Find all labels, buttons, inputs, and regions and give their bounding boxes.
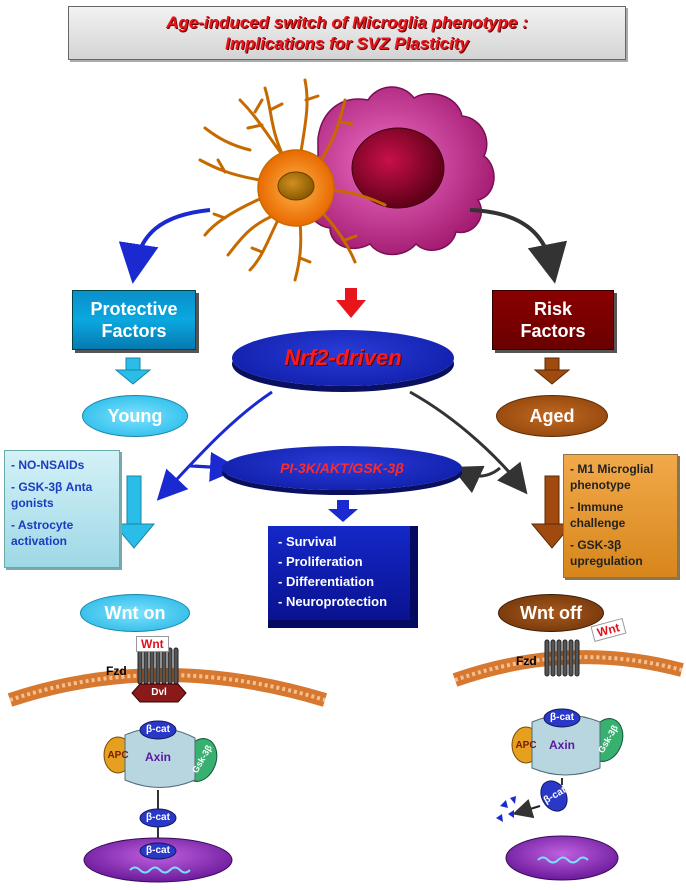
fzd-receptor-left [137, 647, 179, 685]
red-down-arrow [336, 288, 366, 318]
nrf2-disc: Nrf2-driven [232, 330, 454, 386]
fzd-receptor-right [544, 639, 580, 677]
risk-label-1: Risk [533, 299, 573, 319]
arrow-to-protective [118, 208, 211, 284]
pi3k-disc: PI-3K/AKT/GSK-3β [222, 446, 462, 490]
apc-label-left: APC [107, 750, 129, 761]
outcomes-box: - Survival - Proliferation - Differentia… [268, 526, 418, 628]
astrocyte-cell-illustration [198, 78, 387, 282]
apc-label-right: APC [515, 740, 537, 751]
aged-node: Aged [496, 395, 608, 437]
title-line-2: Implications for SVZ Plasticity [225, 34, 469, 53]
arrow-nrf2-to-aged [409, 390, 528, 495]
outcome-item: - Neuroprotection [278, 594, 388, 609]
arrow-aged-to-pi3k [451, 465, 501, 494]
protective-list-box: - NO-NSAIDs - GSK-3β Anta gonists - Astr… [4, 450, 120, 568]
protective-label-2: Factors [101, 321, 167, 341]
beta-cat-label-left-free: β-cat [146, 812, 170, 823]
degradation-arrow [512, 798, 541, 819]
dna-right [537, 856, 589, 864]
dvl-shape [131, 683, 187, 703]
arrow-risk-aged [533, 357, 571, 385]
wnt-ligand-left: Wnt [136, 636, 169, 652]
risk-list-item: - GSK-3β upregulation [570, 538, 643, 568]
beta-cat-nuclear-left [139, 842, 177, 860]
risk-list-item: - Immune challenge [570, 500, 626, 530]
arrow-protective-young [114, 357, 152, 385]
beta-cat-label-right-complex: β-cat [550, 712, 574, 723]
arrow-to-risk [469, 208, 568, 284]
protective-factors-box: Protective Factors [72, 290, 196, 350]
wnt-on-node: Wnt on [80, 594, 190, 632]
young-node: Young [82, 395, 188, 437]
arrow-pi3k-outcomes [328, 500, 358, 522]
nucleus-left [83, 837, 233, 883]
outcome-item: - Differentiation [278, 574, 375, 589]
protective-list-item: - NO-NSAIDs [11, 458, 85, 472]
outcome-item: - Proliferation [278, 554, 363, 569]
arrow-nrf2-to-young [156, 390, 273, 501]
risk-list-box: - M1 Microglial phenotype - Immune chall… [563, 454, 678, 578]
fzd-label-left: Fzd [106, 664, 127, 678]
outcome-item: - Survival [278, 534, 337, 549]
beta-cat-label-left-complex: β-cat [146, 724, 170, 735]
dna-left [129, 866, 191, 874]
protective-list-item: - GSK-3β Anta gonists [11, 480, 93, 510]
title-line-1: Age-induced switch of Microglia phenotyp… [166, 13, 528, 32]
fzd-label-right: Fzd [516, 654, 537, 668]
risk-list-item: - M1 Microglial phenotype [570, 462, 654, 492]
risk-factors-box: Risk Factors [492, 290, 614, 350]
arrow-young-wnt-on [112, 475, 156, 549]
microglia-cell-illustration [300, 86, 495, 256]
beta-cat-degraded [540, 780, 568, 812]
protective-label-1: Protective [90, 299, 178, 319]
dvl-label: Dvl [151, 687, 167, 698]
protective-list-item: - Astrocyte activation [11, 518, 74, 548]
wnt-off-node: Wnt off [498, 594, 604, 632]
beta-cat-label-left-nuclear: β-cat [146, 845, 170, 856]
risk-label-2: Factors [520, 321, 586, 341]
arrow-aged-wnt-off [530, 475, 574, 549]
title-box: Age-induced switch of Microglia phenotyp… [68, 6, 626, 60]
axin-label-left: Axin [144, 750, 171, 764]
pi3k-label: PI-3K/AKT/GSK-3β [280, 460, 404, 476]
destruction-complex-left [103, 720, 218, 788]
destruction-complex-right [511, 708, 624, 776]
axin-label-right: Axin [548, 738, 575, 752]
degradation-fragments [496, 796, 516, 822]
nrf2-label: Nrf2-driven [284, 345, 402, 370]
